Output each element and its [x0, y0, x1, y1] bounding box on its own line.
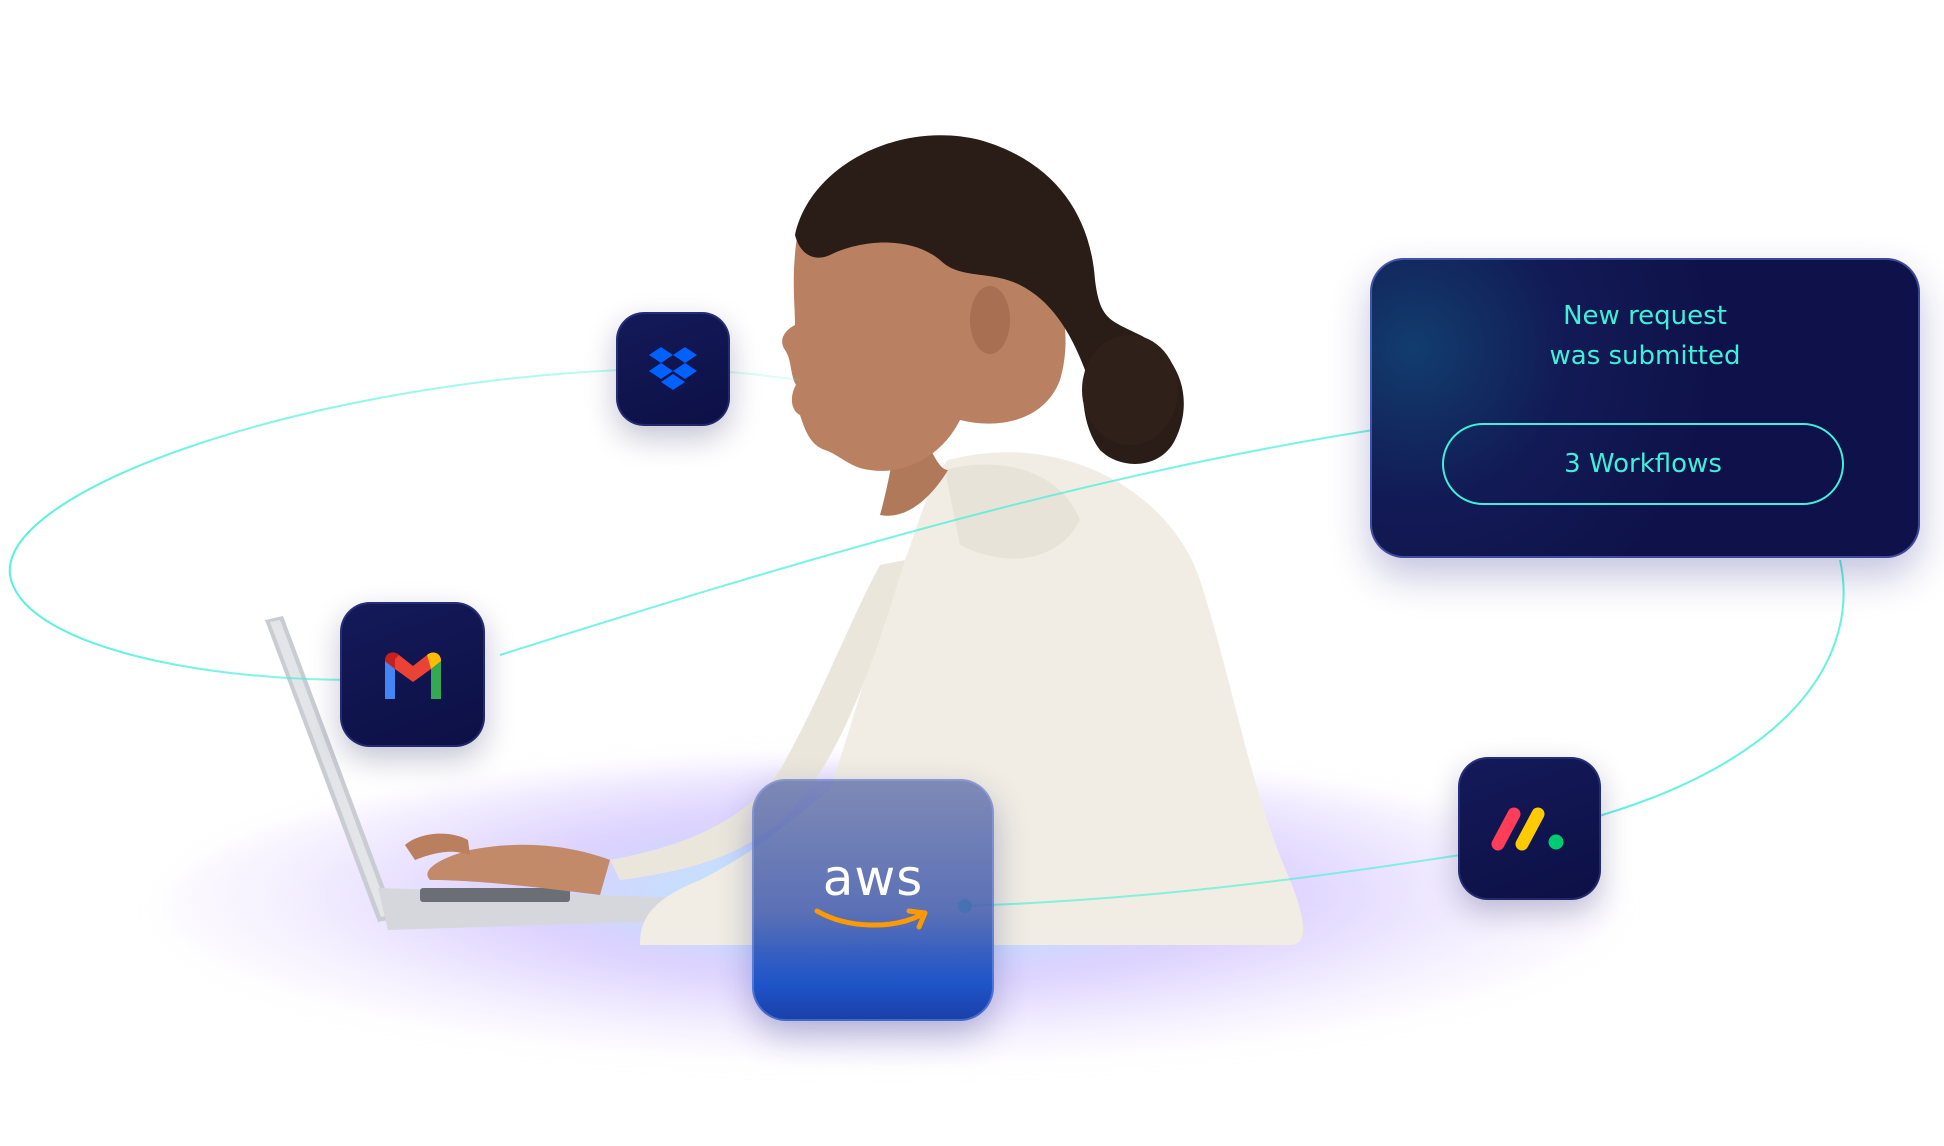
gmail-icon — [384, 652, 441, 699]
aws-icon-label: aws — [822, 849, 924, 907]
laptop-keyboard — [420, 888, 570, 902]
monday-icon — [1491, 807, 1563, 850]
notification-title: New request was submitted — [1549, 301, 1741, 371]
monday-tile[interactable] — [1458, 757, 1601, 900]
ear — [970, 286, 1010, 354]
hand — [427, 844, 610, 895]
aws-tile[interactable]: aws — [752, 779, 994, 1021]
notification-card: New request was submitted 3 Workflows — [1370, 258, 1920, 558]
dropbox-tile[interactable] — [616, 312, 730, 426]
hair-bun — [1082, 335, 1178, 445]
dropbox-icon — [649, 347, 697, 390]
workflows-button[interactable]: 3 Workflows — [1442, 423, 1844, 505]
gmail-tile[interactable] — [340, 602, 485, 747]
aws-icon — [814, 908, 928, 930]
